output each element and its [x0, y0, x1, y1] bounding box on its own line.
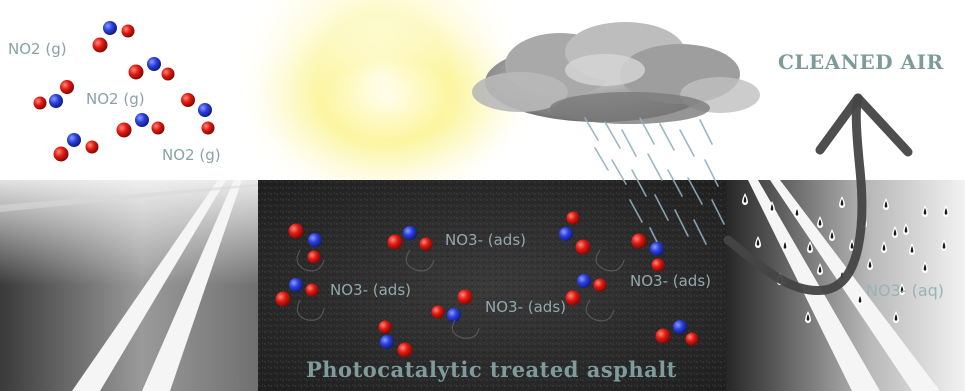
- treated-asphalt: [258, 180, 726, 391]
- rain-streaks: [584, 117, 725, 249]
- no2-gas-label: NO2 (g): [162, 146, 221, 164]
- no3-ads-label: NO3- (ads): [485, 298, 566, 316]
- no2-gas-label: NO2 (g): [86, 90, 145, 108]
- asphalt-caption: Photocatalytic treated asphalt: [306, 357, 677, 382]
- no3-aq-label: NO3- (aq): [866, 281, 945, 300]
- left-road: [0, 180, 258, 391]
- cleaned-air-title: CLEANED AIR: [778, 50, 944, 74]
- gas-molecules: [33, 21, 215, 162]
- no3-ads-label: NO3- (ads): [330, 281, 411, 299]
- no3-ads-label: NO3- (ads): [445, 231, 526, 249]
- no2-gas-label: NO2 (g): [8, 40, 67, 58]
- cleaned-air-arrow: [723, 93, 913, 296]
- adsorbed-molecules: [275, 211, 699, 358]
- no3-ads-label: NO3- (ads): [630, 272, 711, 290]
- rain-cloud: [472, 22, 760, 124]
- swirl-marks: [296, 249, 625, 339]
